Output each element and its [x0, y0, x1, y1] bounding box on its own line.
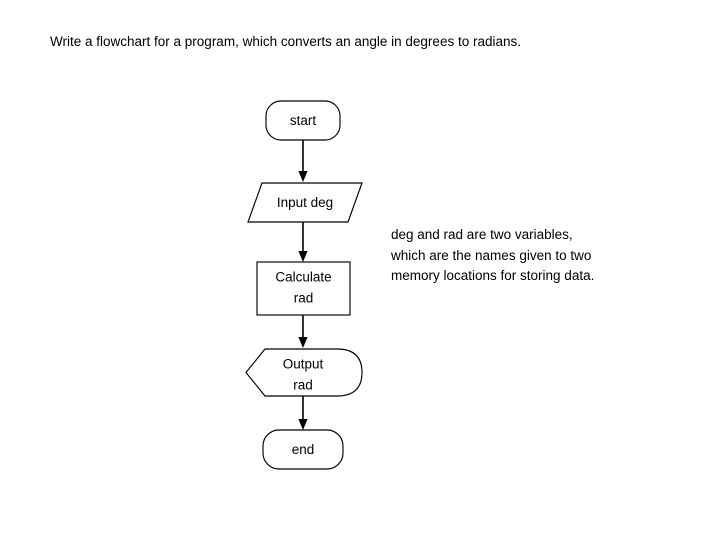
calculate-label-line2: rad	[294, 291, 314, 306]
arrow-head-icon	[298, 419, 308, 430]
variables-note: deg and rad are two variables, which are…	[391, 225, 691, 287]
calculate-shape	[256, 261, 351, 316]
note-line-2: which are the names given to two	[391, 247, 592, 263]
note-line-3: memory locations for storing data.	[391, 268, 595, 283]
input-shape	[247, 182, 363, 223]
flow-node-end: end	[262, 429, 344, 470]
output-label-line2: rad	[293, 378, 313, 393]
page-title: Write a flowchart for a program, which c…	[50, 34, 521, 49]
connector-input-to-calculate	[298, 222, 308, 262]
arrow-head-icon	[298, 337, 308, 348]
end-shape	[262, 429, 344, 470]
input-label: Input deg	[277, 195, 333, 210]
flow-node-input: Input deg	[247, 182, 363, 223]
connector-start-to-input	[298, 140, 308, 182]
arrow-head-icon	[298, 251, 308, 262]
arrow-head-icon	[298, 171, 308, 182]
output-shape	[245, 348, 363, 397]
output-label: Output	[283, 357, 324, 372]
flow-node-output: Output rad	[245, 348, 363, 397]
flow-node-calculate: Calculate rad	[256, 261, 351, 316]
calculate-label: Calculate	[275, 270, 331, 285]
connector-calculate-to-output	[298, 315, 308, 348]
start-label: start	[290, 113, 317, 128]
note-line-1: deg and rad are two variables,	[391, 227, 573, 242]
flow-node-start: start	[265, 100, 341, 141]
connector-output-to-end	[298, 396, 308, 430]
end-label: end	[292, 442, 315, 457]
